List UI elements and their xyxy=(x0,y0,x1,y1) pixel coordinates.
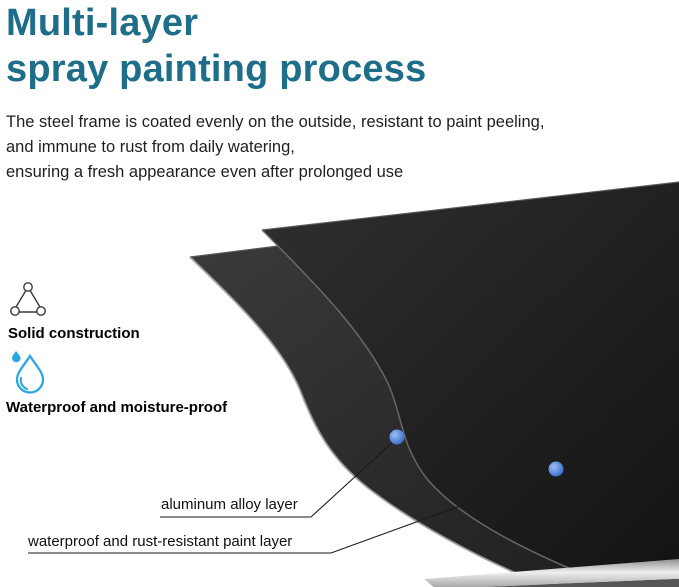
callout-line-aluminum xyxy=(160,441,394,518)
aluminum-edge-shadow xyxy=(441,579,679,587)
panel-front-sheet xyxy=(262,182,679,587)
description-text: The steel frame is coated evenly on the … xyxy=(6,110,544,185)
water-drop-icon xyxy=(12,351,45,394)
feature-label: Solid construction xyxy=(8,325,140,342)
callout-label-paint-layer: waterproof and rust-resistant paint laye… xyxy=(28,533,293,550)
title-line-1: Multi-layer xyxy=(6,2,199,44)
feature-waterproof: Waterproof and moisture-proof xyxy=(6,348,227,416)
description-line: ensuring a fresh appearance even after p… xyxy=(6,163,404,181)
page-title: Multi-layer spray painting process xyxy=(6,0,426,92)
feature-label: Waterproof and moisture-proof xyxy=(6,399,228,416)
callout-line-paint xyxy=(28,472,552,554)
panel-front-top-edge xyxy=(261,181,679,231)
description-line: The steel frame is coated evenly on the … xyxy=(6,113,545,131)
callout-label-aluminum-layer: aluminum alloy layer xyxy=(161,496,298,513)
triangle-structure-icon xyxy=(10,282,46,316)
blue-dot-marker-aluminum xyxy=(389,429,405,445)
aluminum-edge-strip xyxy=(424,559,679,587)
description-line: and immune to rust from daily watering, xyxy=(6,138,295,156)
panel-back-edge-highlight xyxy=(189,256,549,587)
panel-front-edge-highlight xyxy=(261,229,617,587)
title-line-2: spray painting process xyxy=(6,48,427,90)
blue-dot-marker-paint xyxy=(548,461,564,477)
feature-solid-construction: Solid construction xyxy=(8,280,140,342)
